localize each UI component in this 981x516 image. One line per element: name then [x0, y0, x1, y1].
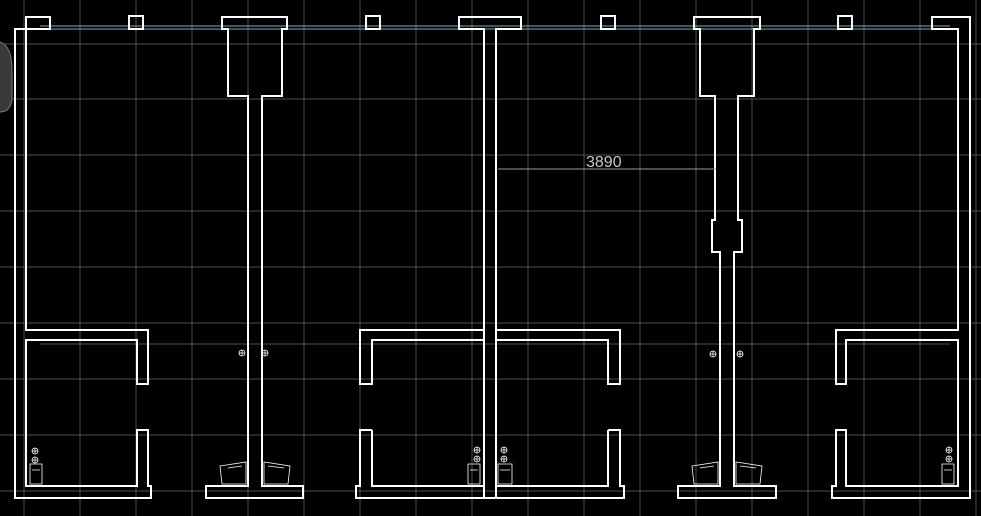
- wall-right-unit[interactable]: [831, 16, 971, 499]
- circle-cross-icon: [500, 455, 508, 463]
- toilet-fixture-icon: [263, 461, 291, 485]
- wall-bathroom-3-inner[interactable]: [496, 430, 609, 487]
- toilet-fixture-icon: [29, 463, 43, 485]
- column-marker[interactable]: [600, 15, 616, 30]
- wall-left-unit[interactable]: [14, 16, 152, 499]
- toilet-fixture-icon: [497, 463, 513, 485]
- toilet-fixture-icon: [941, 463, 955, 485]
- wall-bathroom-3-bottom[interactable]: [496, 429, 625, 499]
- wall-partition-1[interactable]: [205, 16, 304, 499]
- wall-bathroom-2-top[interactable]: [359, 329, 484, 385]
- wall-bathroom-3-top[interactable]: [496, 329, 621, 385]
- toilet-fixture-icon: [467, 463, 481, 485]
- plumbing-fixtures: [29, 461, 955, 485]
- circle-cross-icon: [500, 446, 508, 454]
- dimension-annotation[interactable]: 3890: [498, 154, 716, 171]
- column-marker[interactable]: [837, 15, 853, 30]
- column-marker[interactable]: [365, 15, 381, 30]
- circle-cross-icon: [473, 446, 481, 454]
- circle-cross-icon: [31, 447, 39, 455]
- toilet-fixture-icon: [219, 461, 247, 485]
- toilet-fixture-icon: [735, 461, 763, 485]
- dimension-text[interactable]: 3890: [586, 154, 622, 171]
- circle-cross-icon: [709, 350, 717, 358]
- wall-bathroom-2-bottom[interactable]: [355, 429, 484, 499]
- circle-cross-icon: [945, 446, 953, 454]
- circle-cross-icon: [261, 349, 269, 357]
- fixture-markers: [31, 349, 953, 464]
- column-marker[interactable]: [128, 15, 144, 30]
- walls[interactable]: [14, 15, 971, 499]
- circle-cross-icon: [945, 455, 953, 463]
- offscreen-object-edge: [0, 41, 13, 113]
- circle-cross-icon: [31, 456, 39, 464]
- wall-bathroom-2-inner[interactable]: [371, 430, 484, 487]
- circle-cross-icon: [736, 350, 744, 358]
- toilet-fixture-icon: [691, 461, 719, 485]
- circle-cross-icon: [473, 455, 481, 463]
- wall-partition-2[interactable]: [677, 16, 777, 499]
- circle-cross-icon: [238, 349, 246, 357]
- wall-partition-center[interactable]: [458, 16, 522, 499]
